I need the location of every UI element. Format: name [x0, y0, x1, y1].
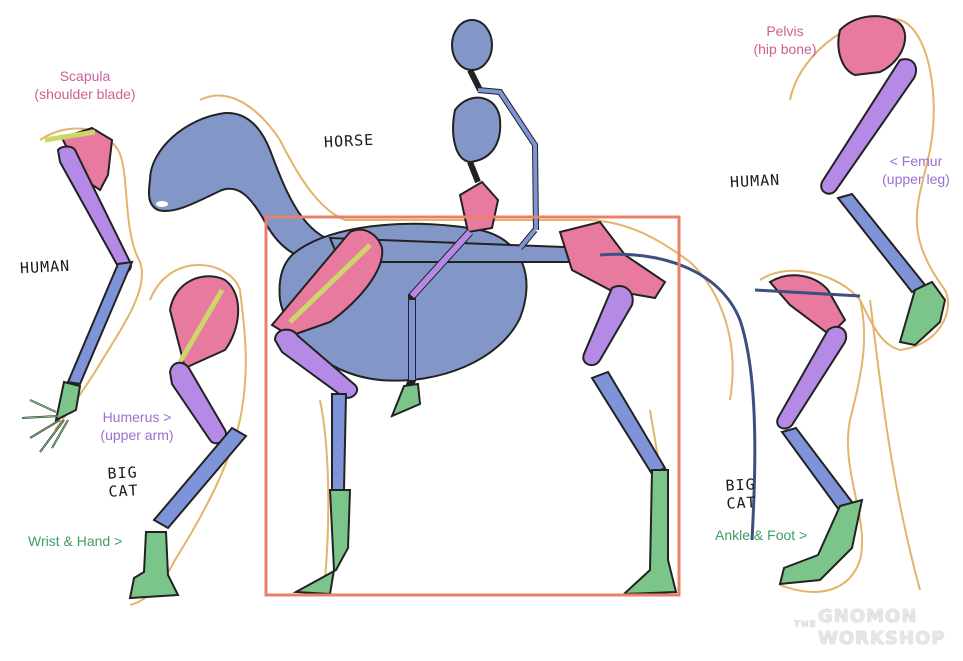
- humerus-label-title: Humerus >: [92, 408, 182, 426]
- scapula-label: Scapula (shoulder blade): [20, 67, 150, 103]
- wrist-hand-label: Wrist & Hand >: [28, 532, 122, 550]
- forearm-bone: [68, 262, 132, 384]
- bigcat-pelvis-bone: [770, 275, 845, 335]
- femur-label-sub: (upper leg): [872, 170, 960, 188]
- watermark-prefix: THE: [794, 620, 817, 630]
- pelvis-label-sub: (hip bone): [740, 40, 830, 58]
- scapula-label-title: Scapula: [20, 67, 150, 85]
- horse-hind-hoof-bone: [624, 470, 676, 594]
- rider-pelvis: [460, 182, 498, 232]
- horse-femur-bone: [583, 286, 632, 365]
- femur-label: < Femur (upper leg): [872, 152, 960, 188]
- watermark-line2: WORKSHOP: [818, 628, 946, 649]
- horse-skull-neck: [149, 113, 330, 262]
- rider-ribcage: [453, 98, 500, 162]
- pelvis-label: Pelvis (hip bone): [740, 22, 830, 58]
- horse-figure: [149, 96, 755, 594]
- hand-bone: [56, 382, 80, 420]
- bigcat-tibia-bone: [782, 428, 855, 514]
- bigcat-handwritten-label-left: BIG CAT: [107, 463, 139, 501]
- horse-front-hoof-bone: [296, 490, 350, 594]
- scapula-label-sub: (shoulder blade): [20, 85, 150, 103]
- bigcat-paw-bone: [130, 532, 178, 598]
- femur-label-title: < Femur: [872, 152, 960, 170]
- humerus-label: Humerus > (upper arm): [92, 408, 182, 444]
- human-foot-bone: [900, 282, 945, 345]
- humerus-label-sub: (upper arm): [92, 426, 182, 444]
- ankle-foot-label: Ankle & Foot >: [715, 526, 807, 544]
- bigcat-femur-bone: [777, 327, 846, 429]
- human-tibia-bone: [838, 194, 925, 292]
- horse-tibia-bone: [592, 372, 665, 474]
- horse-handwritten-label: HORSE: [324, 131, 375, 152]
- bigcat-left-line2: CAT: [108, 481, 139, 501]
- human-handwritten-label-left: HUMAN: [20, 257, 71, 278]
- human-arm: [22, 128, 142, 452]
- pelvis-label-title: Pelvis: [740, 22, 830, 40]
- horse-front-cannon-bone: [332, 394, 346, 490]
- bigcat-handwritten-label-right: BIG CAT: [725, 475, 757, 513]
- bigcat-right-line2: CAT: [726, 493, 757, 513]
- human-handwritten-label-right: HUMAN: [730, 171, 781, 192]
- watermark-line1: GNOMON: [818, 606, 917, 627]
- bigcat-left-line1: BIG: [107, 463, 138, 483]
- bigcat-right-line1: BIG: [725, 475, 756, 495]
